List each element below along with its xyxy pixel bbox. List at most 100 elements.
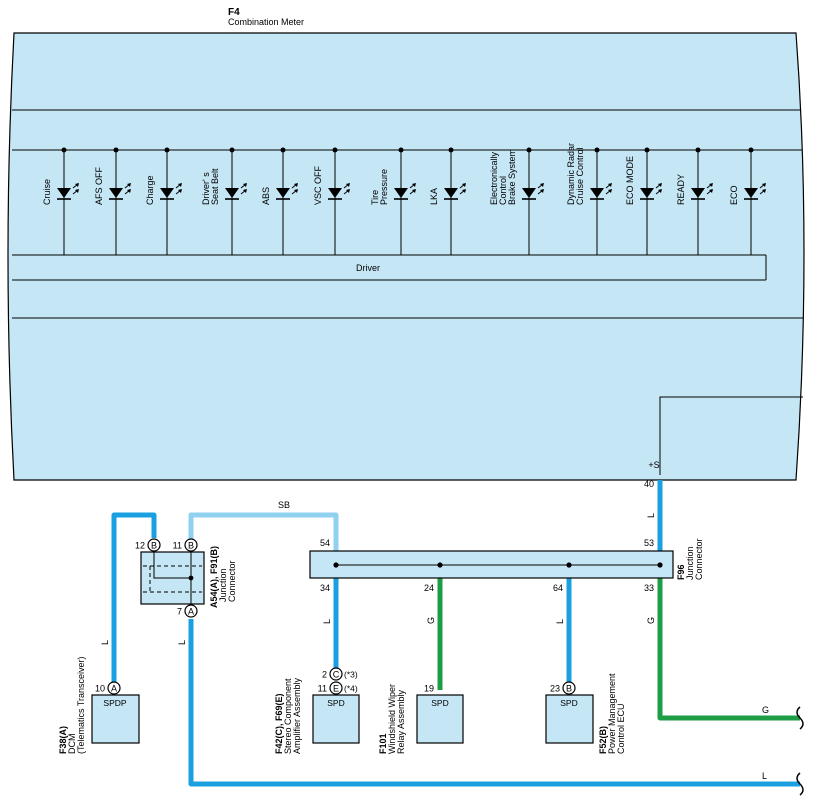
meter-housing — [7, 32, 805, 481]
meter-name: Combination Meter — [228, 17, 304, 27]
junction-connector-a54: A54(A), F91(B) Junction Connector — [140, 546, 237, 608]
note: (*3) — [344, 670, 358, 680]
indicator-label: READY — [676, 174, 686, 205]
indicator-label: ABS — [261, 187, 271, 205]
dcm-name-2: (Telematics Transceiver) — [76, 656, 86, 754]
junction-dot — [748, 147, 754, 153]
junction-dot — [594, 147, 600, 153]
light-arrow-icon — [540, 183, 544, 187]
pin-letter: C — [333, 670, 340, 680]
light-arrow-icon — [462, 189, 466, 193]
dcm-name-1: DCM — [67, 734, 77, 755]
indicator-label: Cruise Control — [575, 147, 585, 205]
splice-dot — [566, 562, 572, 568]
light-arrow-icon — [658, 189, 662, 193]
indicator-label: Dynamic Radar — [566, 143, 576, 205]
connector-letters: B B A A C E B — [107, 538, 576, 695]
pin-letter: A — [111, 684, 117, 694]
indicator-label: ECO — [729, 185, 739, 205]
junction-dot — [448, 147, 454, 153]
pin-number: 34 — [320, 583, 330, 593]
pin-number: 11 — [318, 684, 327, 694]
note: (*4) — [344, 684, 358, 694]
wire-color: L — [762, 771, 767, 781]
indicator-label: Pressure — [379, 169, 389, 205]
pin-number: 2 — [322, 670, 327, 680]
indicator-label: Seat Belt — [210, 168, 220, 205]
pin-letter: E — [333, 684, 339, 694]
indicator-led: Cruise — [42, 147, 79, 255]
light-arrow-icon — [762, 183, 766, 187]
component-dcm: SPDP F38(A) DCM (Telematics Transceiver) — [58, 656, 140, 755]
component-power-management-ecu: SPD F52(B) Power Management Control ECU — [545, 673, 626, 754]
pin-number: 12 — [135, 541, 145, 551]
led-diode-icon — [109, 188, 123, 198]
stereo-terminal: SPD — [327, 698, 344, 708]
indicator-label: Tire — [370, 190, 380, 205]
light-arrow-icon — [658, 183, 662, 187]
pin-number: 64 — [553, 583, 563, 593]
wiper-name-1: Windshield Wiper — [387, 684, 397, 754]
wires — [111, 480, 800, 787]
dcm-terminal: SPDP — [103, 698, 126, 708]
pin-letter-circle — [562, 681, 576, 695]
junction-dot — [644, 147, 650, 153]
indicator-label: Control — [498, 176, 508, 205]
pm-name-1: Power Management — [607, 673, 617, 754]
light-arrow-icon — [243, 189, 247, 193]
indicator-label: AFS OFF — [94, 166, 104, 205]
indicator-label: VSC OFF — [313, 165, 323, 205]
pin-number: 40 — [644, 479, 654, 489]
indicator-led: ECO MODE — [625, 147, 662, 255]
wire-color: L — [177, 640, 187, 645]
a54-internal-wire — [153, 552, 191, 579]
wire-dcm — [111, 512, 157, 682]
stereo-code: F42(C), F69(E) — [274, 693, 284, 754]
pin-number: 11 — [173, 541, 182, 551]
pin-letter: B — [188, 541, 194, 551]
indicator-label: ECO MODE — [625, 156, 635, 205]
junction-dot — [695, 147, 701, 153]
indicator-led: ECO — [729, 147, 766, 255]
meter-code: F4 — [228, 7, 240, 18]
led-diode-icon — [691, 188, 705, 198]
light-arrow-icon — [75, 183, 79, 187]
indicator-label: Electronically — [489, 151, 499, 205]
junction-dot — [164, 147, 170, 153]
light-arrow-icon — [346, 183, 350, 187]
stereo-name-1: Stereo Component — [283, 678, 293, 754]
break-mark-l — [796, 772, 804, 796]
light-arrow-icon — [412, 189, 416, 193]
pin-number: 7 — [177, 607, 182, 617]
indicator-led: ABS — [261, 147, 298, 255]
indicator-led: VSC OFF — [313, 147, 350, 255]
pin-letter: B — [566, 684, 572, 694]
pm-box — [545, 694, 594, 744]
light-arrow-icon — [608, 183, 612, 187]
junction-dot — [526, 147, 532, 153]
stereo-name-2: Amplifier Assembly — [292, 677, 302, 754]
splice-dot — [333, 562, 339, 568]
pm-name-2: Control ECU — [616, 703, 626, 754]
pin-letter-circle — [147, 538, 161, 552]
led-diode-icon — [276, 188, 290, 198]
led-diode-icon — [590, 188, 604, 198]
light-arrow-icon — [540, 189, 544, 193]
light-arrow-icon — [346, 189, 350, 193]
led-diode-icon — [522, 188, 536, 198]
pin-number: 54 — [320, 538, 330, 548]
pm-terminal: SPD — [560, 698, 577, 708]
junction-dot — [229, 147, 235, 153]
dcm-box — [91, 694, 140, 744]
dcm-code: F38(A) — [58, 726, 68, 754]
junction-dot — [280, 147, 286, 153]
f96-name-2: Connector — [694, 538, 704, 580]
led-diode-icon — [160, 188, 174, 198]
pin-letter-circle — [329, 681, 343, 695]
wire-color: L — [646, 513, 656, 518]
splice-dot — [657, 562, 663, 568]
